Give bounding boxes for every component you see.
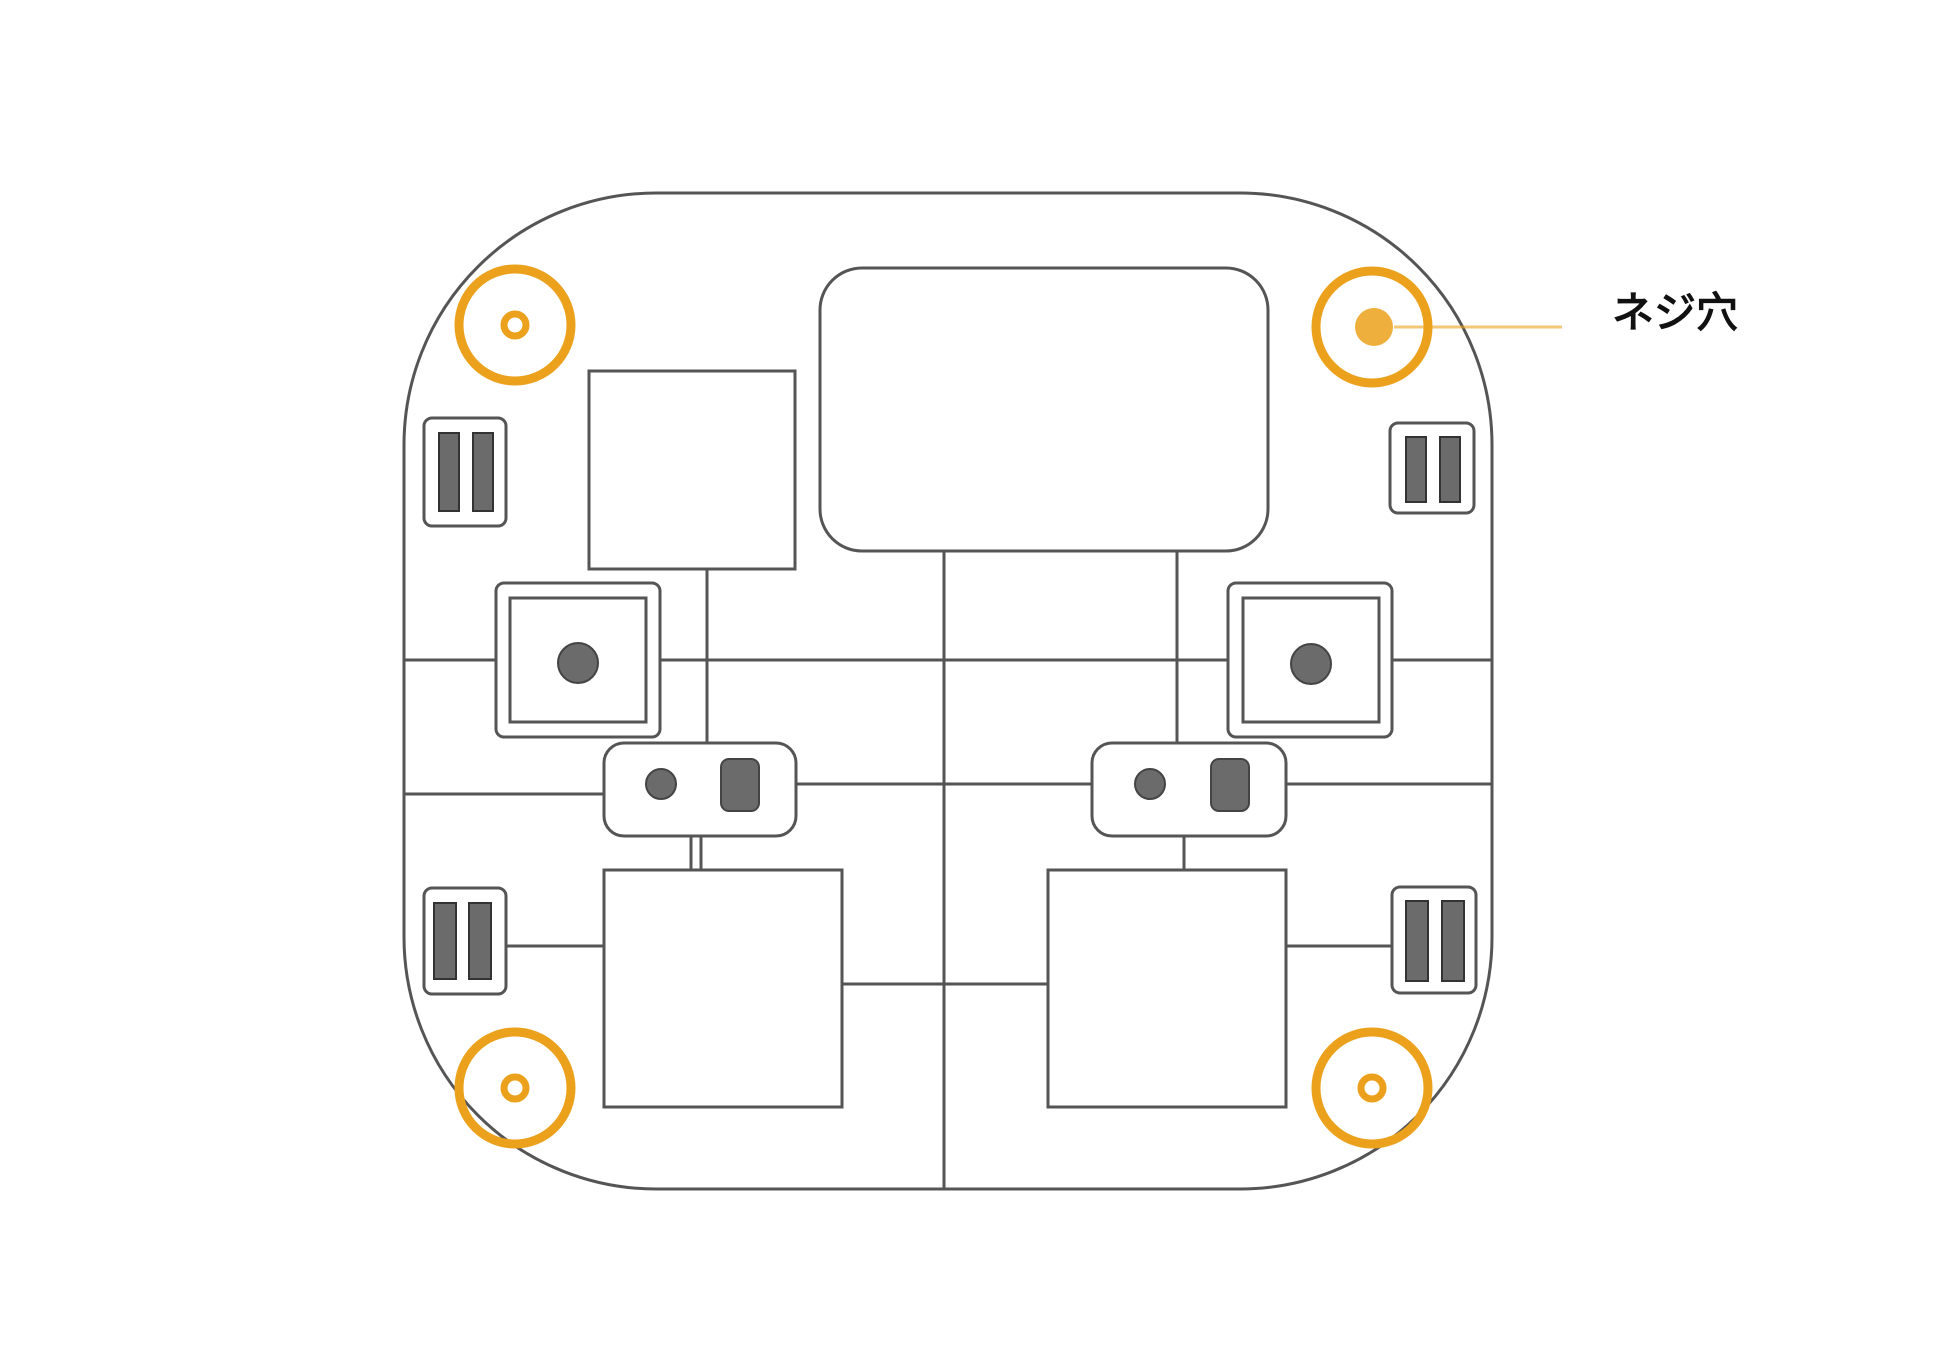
screw-hole-top-left — [454, 264, 576, 386]
clip-bottom-right — [1390, 885, 1478, 995]
right-button-assembly — [1226, 581, 1394, 739]
lower-left-module — [602, 868, 844, 1109]
clip-top-right — [1388, 421, 1476, 515]
screw-hole-bottom-right — [1311, 1027, 1433, 1149]
large-top-module — [818, 266, 1270, 553]
left-port-module — [602, 741, 798, 838]
clip-bottom-left — [422, 886, 508, 996]
right-port-module — [1090, 741, 1288, 838]
left-button-assembly — [494, 581, 662, 739]
screw-hole-callout-label: ネジ穴 — [1612, 288, 1739, 337]
wiring — [404, 551, 1492, 1189]
top-left-module — [587, 369, 797, 571]
clip-top-left — [422, 416, 508, 528]
screw-hole-bottom-left — [454, 1027, 576, 1149]
lower-right-module — [1046, 868, 1288, 1109]
